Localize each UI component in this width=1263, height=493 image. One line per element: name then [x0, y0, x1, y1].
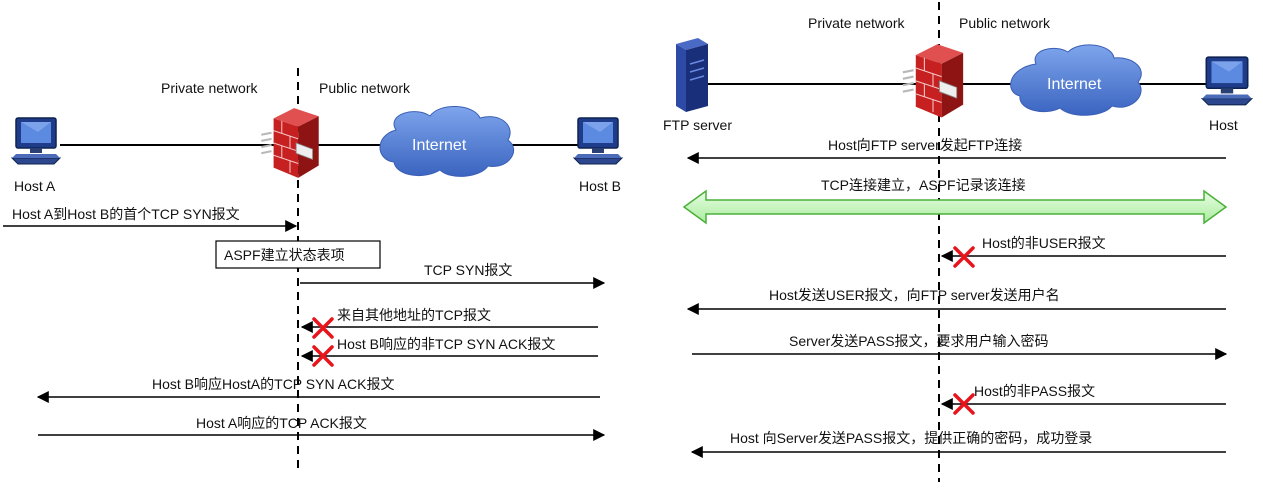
- left-msg-syn-ack: Host B响应HostA的TCP SYN ACK报文: [152, 376, 394, 392]
- right-diagram: Private network Public network FTP serve…: [663, 2, 1253, 482]
- left-msg-non-syn-ack: Host B响应的非TCP SYN ACK报文: [337, 336, 555, 352]
- host-a-computer-icon: [11, 117, 61, 165]
- left-msg-tcp-ack: Host A响应的TCP ACK报文: [196, 415, 367, 431]
- right-bidirectional-arrow: [682, 189, 1228, 225]
- right-public-network-label: Public network: [959, 15, 1051, 31]
- right-host-label: Host: [1209, 117, 1238, 133]
- right-msg-ftp-connect: Host向FTP server发起FTP连接: [828, 137, 1022, 153]
- left-msg-tcp-syn: TCP SYN报文: [424, 262, 512, 278]
- right-msg-pass-request: Server发送PASS报文，要求用户输入密码: [789, 333, 1049, 349]
- right-host-computer-icon: [1201, 56, 1253, 106]
- host-b-label: Host B: [579, 178, 621, 194]
- left-private-network-label: Private network: [161, 80, 258, 96]
- right-msg-non-pass: Host的非PASS报文: [974, 383, 1095, 399]
- left-firewall-icon: [260, 107, 320, 179]
- right-msg-tcp-established: TCP连接建立，ASPF记录该连接: [821, 177, 1026, 193]
- left-internet-cloud-icon: Internet: [379, 105, 515, 177]
- right-private-network-label: Private network: [808, 15, 905, 31]
- left-internet-label: Internet: [412, 137, 467, 154]
- right-msg-user: Host发送USER报文，向FTP server发送用户名: [769, 287, 1060, 303]
- aspf-state-box: [215, 240, 381, 269]
- right-blocked-x-icon-1: [953, 246, 975, 268]
- ftp-server-label: FTP server: [663, 117, 732, 133]
- host-a-label: Host A: [14, 178, 56, 194]
- left-blocked-x-icon-1: [312, 317, 334, 339]
- right-internet-cloud-icon: Internet: [1010, 44, 1142, 116]
- left-diagram: Private network Public network Host A In…: [3, 68, 623, 470]
- right-msg-login-success: Host 向Server发送PASS报文，提供正确的密码，成功登录: [730, 430, 1092, 446]
- left-msg-first-syn: Host A到Host B的首个TCP SYN报文: [12, 206, 240, 222]
- right-msg-non-user: Host的非USER报文: [982, 235, 1106, 251]
- host-b-computer-icon: [573, 117, 623, 165]
- right-firewall-icon: [901, 43, 965, 119]
- left-msg-other-address: 来自其他地址的TCP报文: [337, 307, 491, 323]
- right-internet-label: Internet: [1047, 76, 1102, 93]
- left-public-network-label: Public network: [319, 80, 411, 96]
- aspf-state-box-label: ASPF建立状态表项: [224, 247, 345, 263]
- ftp-server-icon: [675, 37, 709, 112]
